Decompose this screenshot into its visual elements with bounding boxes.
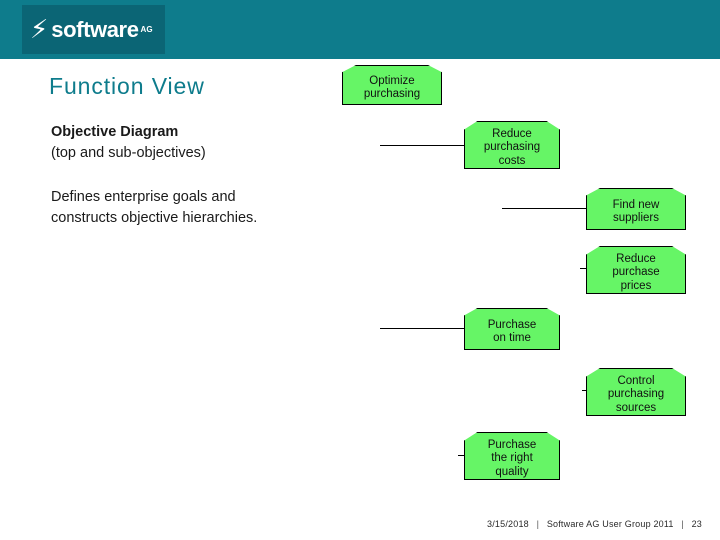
node-purchase-on-time[interactable]: Purchase on time [464,308,560,350]
objective-diagram: Optimize purchasing Reduce purchasing co… [330,60,720,500]
node-line: quality [495,465,529,478]
node-line: Control [617,374,655,387]
node-line: purchasing [363,88,421,100]
node-line: Reduce [616,252,656,265]
footer-page-number: 23 [691,519,702,529]
header-bar: ⚡ software AG [0,0,720,59]
footer-separator: | [536,519,540,529]
header-divider [0,59,720,62]
node-control-purchasing-sources[interactable]: Control purchasing sources [586,368,686,416]
logo: ⚡ software AG [22,5,165,54]
node-line: Reduce [492,127,532,140]
footer-event: Software AG User Group 2011 [546,519,674,529]
page-title: Function View [49,73,205,99]
node-purchase-the-right-quality[interactable]: Purchase the right quality [464,432,560,480]
node-line: Optimize [369,74,415,87]
caption-line-1: Objective Diagram [51,124,179,140]
caption-line-2: (top and sub-objectives) [51,145,206,161]
footer-date: 3/15/2018 [487,519,529,529]
logo-wordmark: software [51,16,139,42]
node-line: sources [615,401,657,414]
node-optimize-purchasing[interactable]: Optimize purchasing [342,65,442,105]
software-ag-flash-icon: ⚡ [30,14,49,45]
node-line: purchase [612,266,660,279]
connector-to-reduce-costs [380,145,502,146]
node-line: suppliers [612,212,659,224]
node-reduce-purchasing-costs[interactable]: Reduce purchasing costs [464,121,560,169]
node-line: the right [491,452,533,465]
connector-to-purchase-on-time [380,328,498,329]
node-line: on time [493,332,531,344]
node-line: purchasing [607,388,665,401]
node-line: Find new [612,198,660,211]
node-line: prices [620,279,652,292]
node-line: purchasing [483,141,541,154]
footer-separator: | [681,519,684,529]
objective-diagram-caption: Objective Diagram (top and sub-objective… [51,122,206,164]
node-reduce-purchase-prices[interactable]: Reduce purchase prices [586,246,686,294]
connector-to-find-suppliers [502,208,622,209]
node-find-new-suppliers[interactable]: Find new suppliers [586,188,686,230]
node-line: Purchase [487,318,537,331]
node-line: costs [498,154,526,167]
logo-superscript: AG [140,25,153,34]
footer: 3/15/2018 | Software AG User Group 2011 … [487,519,702,529]
node-line: Purchase [487,438,537,451]
description-text: Defines enterprise goals and constructs … [51,189,258,226]
